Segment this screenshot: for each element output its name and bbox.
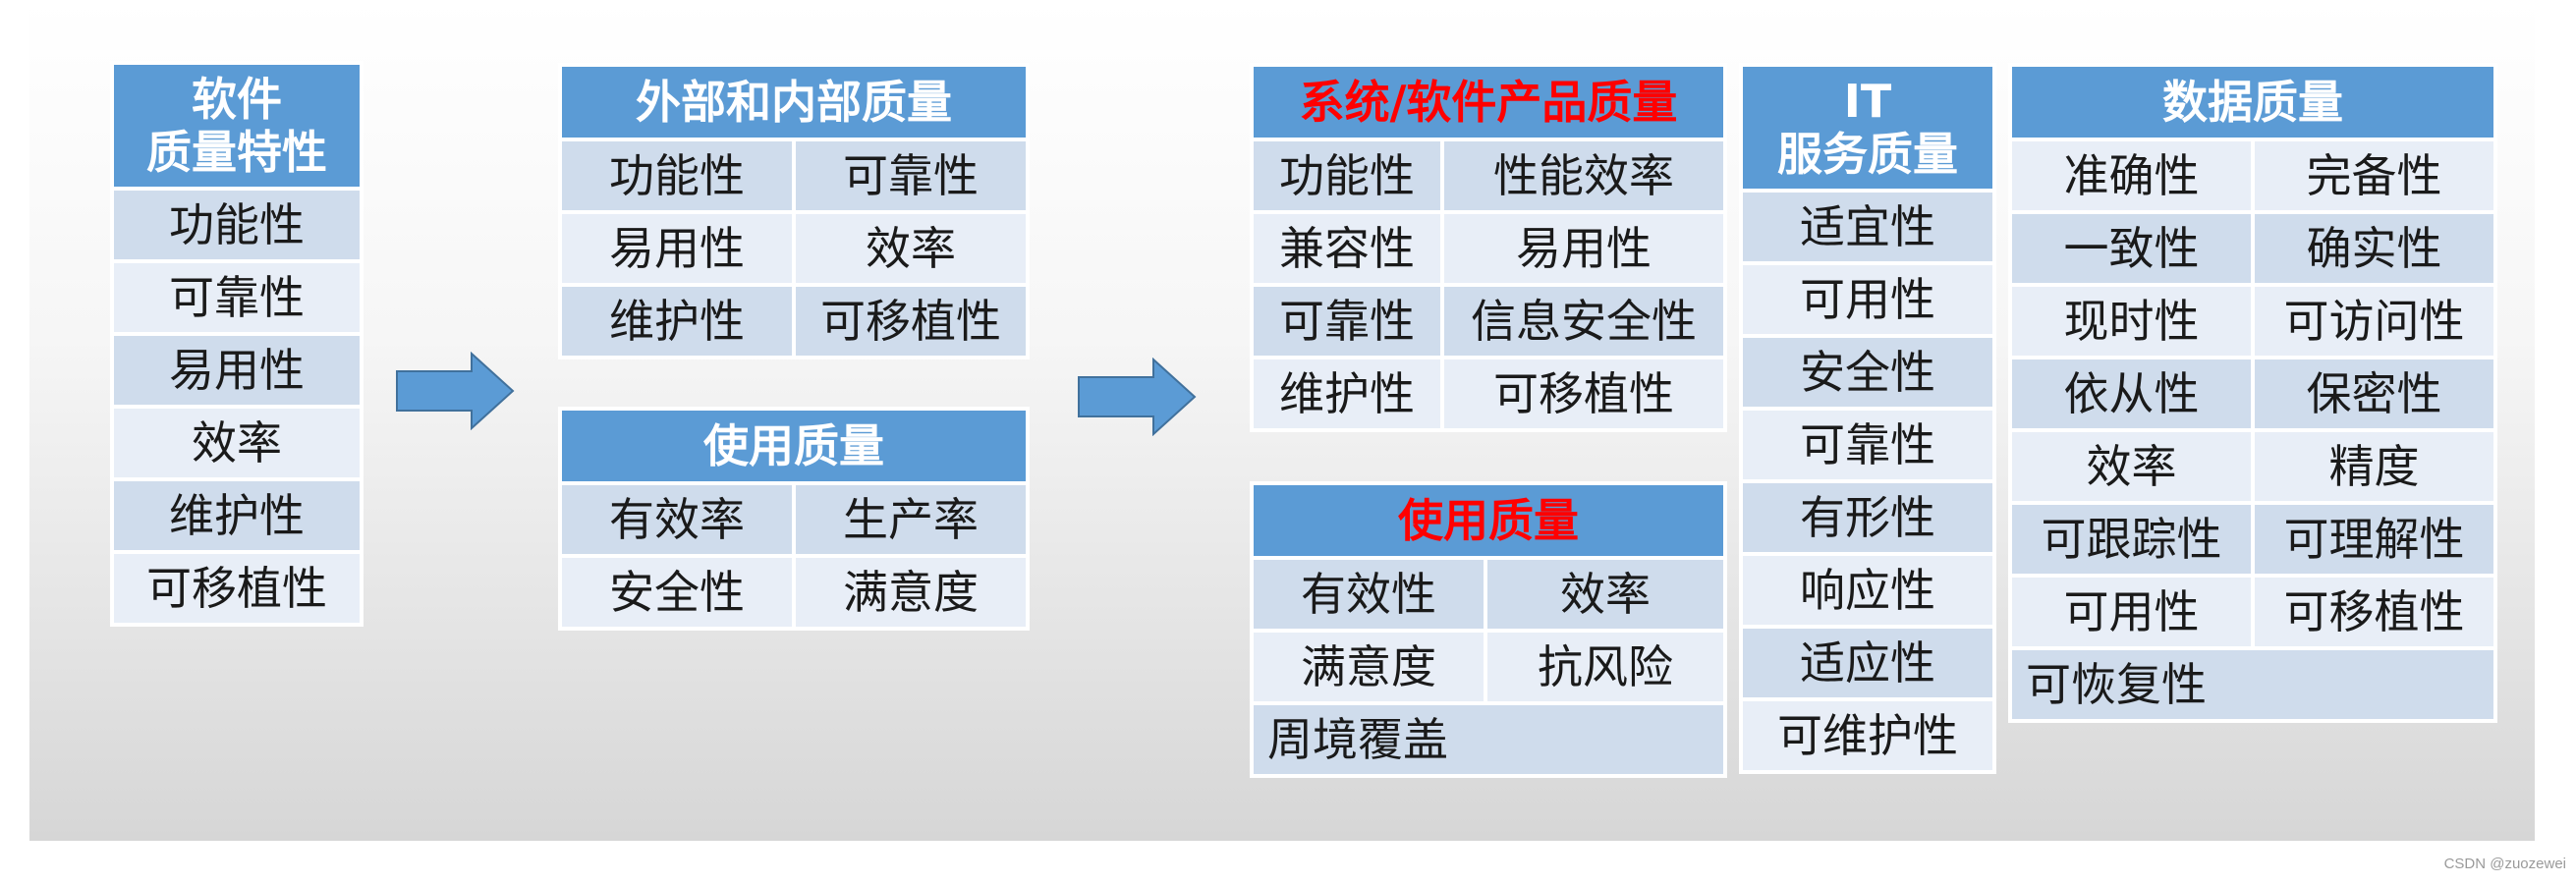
- use-quality-table-1: 使用质量 有效率 生产率 安全性 满意度: [558, 407, 1030, 631]
- data-quality-cell: 可理解性: [2251, 501, 2497, 578]
- data-quality-cell: 现时性: [2008, 283, 2255, 359]
- system-product-quality-cell: 兼容性: [1250, 210, 1444, 287]
- system-product-quality-cell: 易用性: [1440, 210, 1727, 287]
- it-service-quality-header-line1: IT: [1843, 75, 1892, 128]
- system-product-quality-cell: 维护性: [1250, 356, 1444, 432]
- system-product-quality-cell: 性能效率: [1440, 138, 1727, 214]
- ext-int-quality-header: 外部和内部质量: [558, 63, 1030, 141]
- right-arrow-icon: [1078, 358, 1197, 436]
- data-quality-cell: 依从性: [2008, 356, 2255, 432]
- software-quality-item: 可靠性: [110, 259, 364, 336]
- software-quality-header: 软件 质量特性: [110, 61, 364, 191]
- watermark: CSDN @zuozewei: [2443, 856, 2566, 872]
- use-quality-table-2: 使用质量 有效性 效率 满意度 抗风险 周境覆盖: [1250, 481, 1727, 778]
- use-quality-cell: 生产率: [792, 481, 1030, 558]
- it-service-quality-item: 有形性: [1739, 479, 1996, 556]
- ext-int-quality-table: 外部和内部质量 功能性 可靠性 易用性 效率 维护性 可移植性: [558, 63, 1030, 359]
- use-quality-2-cell: 抗风险: [1484, 629, 1727, 705]
- ext-int-quality-cell: 维护性: [558, 283, 796, 359]
- it-service-quality-header-line2: 服务质量: [1777, 128, 1958, 181]
- system-product-quality-cell: 可移植性: [1440, 356, 1727, 432]
- software-quality-item: 维护性: [110, 477, 364, 554]
- it-service-quality-item: 可维护性: [1739, 697, 1996, 774]
- it-service-quality-item: 适应性: [1739, 625, 1996, 701]
- it-service-quality-item: 安全性: [1739, 334, 1996, 411]
- system-product-quality-cell: 信息安全性: [1440, 283, 1727, 359]
- data-quality-cell: 完备性: [2251, 138, 2497, 214]
- use-quality-2-last-cell: 周境覆盖: [1250, 701, 1727, 778]
- use-quality-2-cell: 满意度: [1250, 629, 1487, 705]
- system-product-quality-table: 系统/软件产品质量 功能性 性能效率 兼容性 易用性 可靠性 信息安全性 维护性…: [1250, 63, 1727, 432]
- data-quality-header: 数据质量: [2008, 63, 2497, 141]
- use-quality-cell: 安全性: [558, 554, 796, 631]
- software-quality-item: 可移植性: [110, 550, 364, 627]
- data-quality-cell: 可跟踪性: [2008, 501, 2255, 578]
- data-quality-cell: 可用性: [2008, 574, 2255, 650]
- data-quality-cell: 可访问性: [2251, 283, 2497, 359]
- it-service-quality-table: IT 服务质量 适宜性 可用性 安全性 可靠性 有形性 响应性 适应性 可维护性: [1739, 63, 1996, 774]
- data-quality-cell: 一致性: [2008, 210, 2255, 287]
- data-quality-cell: 准确性: [2008, 138, 2255, 214]
- it-service-quality-header: IT 服务质量: [1739, 63, 1996, 193]
- use-quality-2-cell: 效率: [1484, 556, 1727, 633]
- it-service-quality-item: 可靠性: [1739, 407, 1996, 483]
- data-quality-table: 数据质量 准确性 完备性 一致性 确实性 现时性 可访问性 依从性 保密性 效率…: [2008, 63, 2497, 723]
- software-quality-item: 功能性: [110, 187, 364, 263]
- ext-int-quality-cell: 功能性: [558, 138, 796, 214]
- data-quality-last-cell: 可恢复性: [2008, 646, 2497, 723]
- it-service-quality-item: 可用性: [1739, 261, 1996, 338]
- ext-int-quality-cell: 易用性: [558, 210, 796, 287]
- use-quality-cell: 满意度: [792, 554, 1030, 631]
- system-product-quality-cell: 功能性: [1250, 138, 1444, 214]
- use-quality-header-1: 使用质量: [558, 407, 1030, 485]
- system-product-quality-cell: 可靠性: [1250, 283, 1444, 359]
- right-arrow-icon: [396, 352, 515, 430]
- ext-int-quality-cell: 可靠性: [792, 138, 1030, 214]
- use-quality-header-2: 使用质量: [1250, 481, 1727, 560]
- data-quality-cell: 可移植性: [2251, 574, 2497, 650]
- it-service-quality-item: 响应性: [1739, 552, 1996, 629]
- software-quality-item: 效率: [110, 405, 364, 481]
- software-quality-header-line2: 质量特性: [146, 126, 327, 179]
- data-quality-cell: 精度: [2251, 428, 2497, 505]
- ext-int-quality-cell: 可移植性: [792, 283, 1030, 359]
- software-quality-table: 软件 质量特性 功能性 可靠性 易用性 效率 维护性 可移植性: [110, 61, 364, 627]
- use-quality-cell: 有效率: [558, 481, 796, 558]
- software-quality-header-line1: 软件: [192, 73, 282, 126]
- use-quality-2-cell: 有效性: [1250, 556, 1487, 633]
- software-quality-item: 易用性: [110, 332, 364, 409]
- it-service-quality-item: 适宜性: [1739, 189, 1996, 265]
- diagram-canvas: 软件 质量特性 功能性 可靠性 易用性 效率 维护性 可移植性 外部和内部质量 …: [29, 0, 2535, 841]
- data-quality-cell: 确实性: [2251, 210, 2497, 287]
- data-quality-cell: 效率: [2008, 428, 2255, 505]
- system-product-quality-header: 系统/软件产品质量: [1250, 63, 1727, 141]
- ext-int-quality-cell: 效率: [792, 210, 1030, 287]
- data-quality-cell: 保密性: [2251, 356, 2497, 432]
